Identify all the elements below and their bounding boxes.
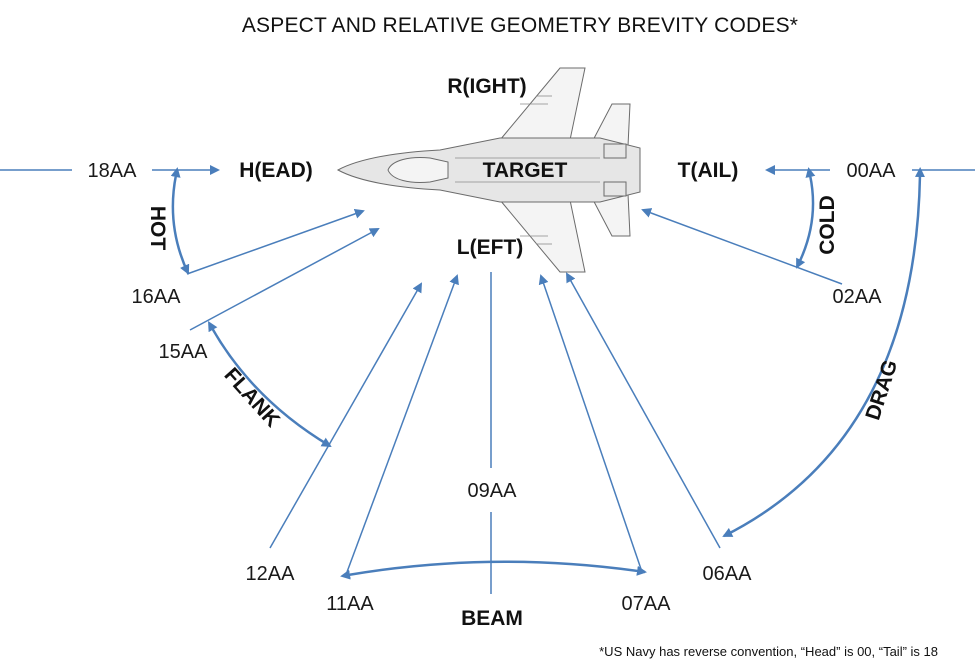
label-tail: T(AIL) bbox=[678, 159, 739, 182]
diagram-title: ASPECT AND RELATIVE GEOMETRY BREVITY COD… bbox=[242, 14, 798, 37]
aspect-16aa: 16AA bbox=[132, 286, 182, 308]
zone-cold: COLD bbox=[816, 195, 839, 255]
hot-arc bbox=[170, 167, 190, 275]
drag-arc bbox=[722, 167, 925, 538]
beam-arc bbox=[340, 560, 647, 580]
aspect-11aa: 11AA bbox=[326, 593, 374, 615]
aspect-18aa: 18AA bbox=[88, 160, 138, 182]
aspect-09aa: 09AA bbox=[468, 480, 518, 502]
zone-drag: DRAG bbox=[861, 357, 902, 423]
label-right: R(IGHT) bbox=[447, 75, 526, 98]
zone-beam: BEAM bbox=[461, 607, 523, 630]
aspect-07aa: 07AA bbox=[622, 593, 672, 615]
aspect-02aa: 02AA bbox=[833, 286, 883, 308]
label-left: L(EFT) bbox=[457, 236, 523, 259]
footnote: *US Navy has reverse convention, “Head” … bbox=[599, 644, 938, 659]
flank-arc bbox=[208, 321, 332, 448]
aspect-12aa: 12AA bbox=[246, 563, 296, 585]
aspect-00aa: 00AA bbox=[847, 160, 897, 182]
zone-arcs bbox=[170, 167, 925, 580]
zone-hot: HOT bbox=[146, 206, 169, 251]
aspect-15aa: 15AA bbox=[159, 341, 209, 363]
aspect-06aa: 06AA bbox=[703, 563, 753, 585]
zone-flank: FLANK bbox=[219, 364, 284, 432]
label-target: TARGET bbox=[483, 159, 568, 182]
cold-arc bbox=[795, 167, 816, 269]
target-aircraft-icon bbox=[336, 67, 641, 273]
label-head: H(EAD) bbox=[239, 159, 313, 182]
